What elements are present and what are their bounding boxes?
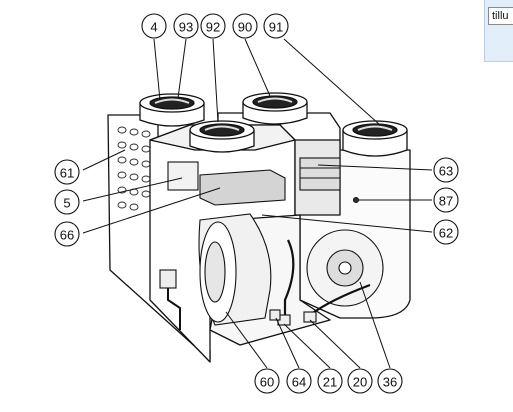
control-module xyxy=(167,161,199,191)
svg-text:36: 36 xyxy=(383,375,397,390)
svg-text:20: 20 xyxy=(353,375,367,390)
svg-text:60: 60 xyxy=(260,375,274,390)
svg-text:93: 93 xyxy=(179,20,193,35)
cable-21 xyxy=(283,239,295,320)
collar-92 xyxy=(189,120,255,153)
callout-36: 36 xyxy=(377,368,403,394)
filter xyxy=(299,157,341,191)
callout-66: 66 xyxy=(54,221,80,247)
callout-61: 61 xyxy=(54,159,80,185)
duct-collars xyxy=(139,92,408,157)
svg-text:4: 4 xyxy=(150,20,157,35)
svg-text:66: 66 xyxy=(60,228,74,243)
svg-text:87: 87 xyxy=(439,194,453,209)
svg-text:90: 90 xyxy=(238,20,252,35)
callout-20: 20 xyxy=(347,368,373,394)
callout-91: 91 xyxy=(263,13,289,39)
svg-text:62: 62 xyxy=(439,226,453,241)
callout-87: 87 xyxy=(433,187,459,213)
connector-64 xyxy=(269,309,281,321)
callout-92: 92 xyxy=(200,13,226,39)
callout-21: 21 xyxy=(317,368,343,394)
collar-4-93 xyxy=(139,93,205,127)
callout-63: 63 xyxy=(433,157,459,183)
heat-exchanger-coils xyxy=(117,126,151,211)
callout-93: 93 xyxy=(173,13,199,39)
callout-90: 90 xyxy=(232,13,258,39)
callout-62: 62 xyxy=(433,219,459,245)
svg-text:63: 63 xyxy=(439,164,453,179)
svg-text:92: 92 xyxy=(206,20,220,35)
damper-box xyxy=(199,169,286,206)
tooltip-label: tillu xyxy=(488,7,513,25)
internal-components xyxy=(159,157,384,330)
svg-text:91: 91 xyxy=(269,20,283,35)
svg-text:64: 64 xyxy=(292,375,306,390)
collar-91 xyxy=(342,120,408,157)
callouts: 4 93 92 90 91 61 5 66 63 87 62 60 64 21 … xyxy=(54,13,459,394)
connector-20 xyxy=(303,311,317,323)
callout-64: 64 xyxy=(286,368,312,394)
callout-4: 4 xyxy=(141,13,167,39)
svg-text:61: 61 xyxy=(60,166,74,181)
leader-lines xyxy=(82,38,433,369)
svg-text:5: 5 xyxy=(63,196,70,211)
callout-5: 5 xyxy=(54,189,80,215)
svg-text:21: 21 xyxy=(323,375,337,390)
sensor-87 xyxy=(352,196,360,204)
collar-90 xyxy=(242,92,308,125)
condensate-pipe xyxy=(167,285,181,330)
tooltip-panel: tillu xyxy=(484,0,513,62)
callout-60: 60 xyxy=(254,368,280,394)
